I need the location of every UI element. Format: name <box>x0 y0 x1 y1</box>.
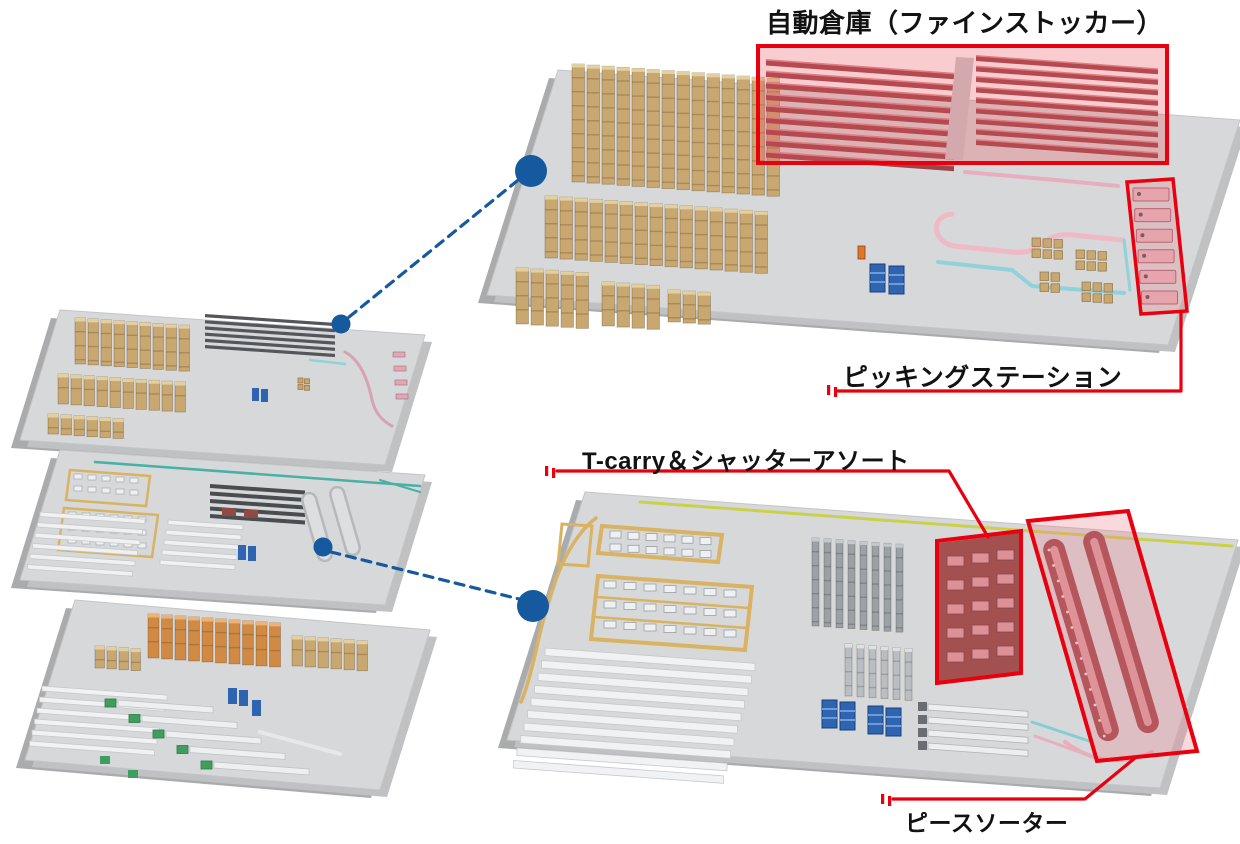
highlight-box-picking-station <box>827 177 1189 397</box>
zoom-link-lower <box>313 537 549 622</box>
mini-floor-upper <box>11 309 432 473</box>
red-annotations <box>545 44 1200 806</box>
mini-floor-middle <box>11 449 432 613</box>
label-fine-stocker: 自動倉庫（ファインストッカー） <box>766 8 1163 38</box>
mini-floor-lower <box>16 599 437 798</box>
detail-floor-automated-warehouse <box>478 55 1240 353</box>
highlight-box-piece-sorter <box>881 508 1200 806</box>
zoom-connectors <box>313 155 549 622</box>
label-piece-sorter: ピースソーター <box>905 810 1069 836</box>
highlight-box-shutter-assort <box>545 466 1023 686</box>
label-t-carry-assort: T-carry＆シャッターアソート <box>582 448 910 475</box>
detail-floor-sorting <box>498 491 1240 796</box>
highlight-box-fine-stocker <box>756 44 1169 165</box>
zoom-link-upper <box>331 155 547 334</box>
label-picking-station: ピッキングステーション <box>843 364 1123 392</box>
